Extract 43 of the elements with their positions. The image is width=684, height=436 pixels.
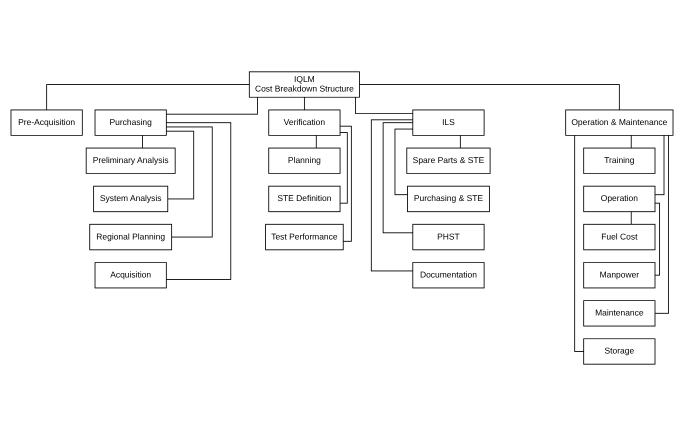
connector [166,122,232,280]
node-box: Acquisition [94,262,167,288]
connector [355,96,414,114]
node-box: Preliminary Analysis [86,148,176,174]
connector [574,135,584,352]
node-box: Verification [268,110,340,136]
node-box: Regional Planning [89,224,172,250]
node-box: System Analysis [93,186,168,212]
node-box: Storage [583,338,656,365]
connector [316,135,317,148]
node-box: Purchasing [94,110,167,136]
connector [46,84,250,110]
connector [304,97,305,110]
node-box: Documentation [412,262,485,288]
node-box: Spare Parts & STE [406,148,491,174]
node-box: Pre-Acquisition [10,110,83,136]
node-box: IQLM Cost Breakdown Structure [248,71,360,98]
node-box: Planning [268,148,340,174]
connector [142,135,143,148]
connector [166,96,258,115]
node-box: Operation [583,186,656,212]
node-box: Purchasing & STE [407,186,490,212]
connector [382,122,414,234]
connector [654,202,660,276]
connector [166,126,213,238]
connector [359,84,620,110]
node-box: Maintenance [583,300,656,326]
node-box: Manpower [583,262,656,288]
connector [340,132,348,204]
node-box: Training [583,148,656,174]
connector [340,126,352,242]
node-box: STE Definition [268,186,340,212]
connector [630,135,632,148]
connector [654,135,664,196]
connector [460,135,461,148]
connector [370,119,414,272]
node-box: Operation & Maintenance [565,110,674,136]
connector [166,130,194,200]
node-box: PHST [412,224,485,250]
node-box: Test Performance [265,224,344,250]
node-box: Fuel Cost [583,224,656,250]
node-box: ILS [412,110,485,136]
connector [630,211,632,225]
